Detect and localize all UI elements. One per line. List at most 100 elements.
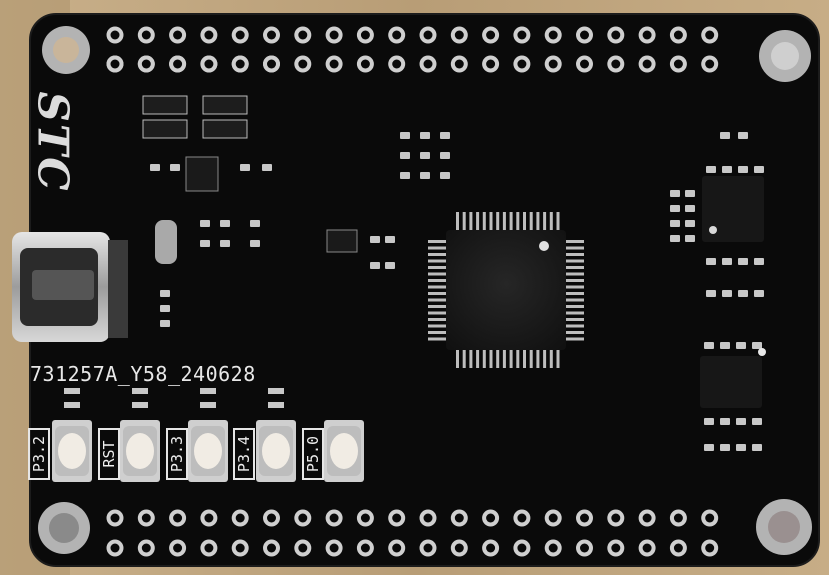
smd-pad [704,444,714,451]
header-pin [544,539,562,557]
smd-pad [736,418,746,425]
smd-pad [420,132,430,139]
header-pin [169,55,187,73]
smd-pad [64,388,80,394]
smd-pad [720,418,730,425]
smd-pad [420,172,430,179]
smd-pad [752,444,762,451]
smd-pad [706,166,716,173]
header-pin [638,55,656,73]
tactile-button [256,420,296,482]
button-label-rst: RST [98,428,120,480]
header-pin [701,26,719,44]
header-pin [137,539,155,557]
header-pin [513,26,531,44]
smd-pad [400,172,410,179]
header-pin [388,539,406,557]
header-pin [669,509,687,527]
smd-pad-clusters [64,132,764,451]
header-pin [325,55,343,73]
smd-pad [720,132,730,139]
header-pin [200,509,218,527]
smd-pad [160,290,170,297]
smd-pad [738,290,748,297]
button-label-p3-4: P3.4 [233,428,255,480]
smd-pad [670,235,680,242]
tactile-button [52,420,92,482]
header-pin [513,509,531,527]
header-pin [701,55,719,73]
smd-pad [160,320,170,327]
smd-pad [754,166,764,173]
header-pin [544,509,562,527]
smd-pad [706,290,716,297]
header-pin [200,26,218,44]
header-pin [701,539,719,557]
stc-logo: STC [28,91,78,193]
smd-pad [268,388,284,394]
regulator-chip [185,156,219,192]
header-pin [638,539,656,557]
smd-pad [738,132,748,139]
smd-pad [420,152,430,159]
smd-pad [738,258,748,265]
header-pin [231,509,249,527]
smd-pad [220,220,230,227]
header-pin [669,26,687,44]
header-pin [419,539,437,557]
smd-pad [150,164,160,171]
header-pin [263,539,280,557]
header-pin [482,539,500,557]
header-pin [200,55,218,73]
header-pin [576,26,593,44]
header-pin [169,26,187,44]
header-pin [294,509,312,527]
header-pin [263,509,280,527]
smd-pad [752,418,762,425]
smd-pad [736,342,746,349]
header-pin [607,509,625,527]
header-pin [325,539,343,557]
smd-pad [240,164,250,171]
header-pin [607,55,625,73]
header-pin [669,55,687,73]
header-pin [388,55,406,73]
header-pin [231,26,249,44]
header-pin [450,55,468,73]
header-pin [607,26,625,44]
header-pin [607,539,625,557]
smd-pad [754,290,764,297]
smd-pad [704,342,714,349]
transistor-chip [326,229,358,253]
smd-pad [64,402,80,408]
header-pin [356,55,374,73]
header-pin [419,26,437,44]
header-pin [231,539,249,557]
header-pin [669,539,687,557]
smd-pad [200,388,216,394]
tactile-button [188,420,228,482]
header-pin [263,26,280,44]
smd-pad [704,418,714,425]
smd-pad [670,205,680,212]
soic-chip-upper [702,176,764,242]
smd-pad [738,166,748,173]
smd-pad [440,132,450,139]
smd-pad [706,258,716,265]
header-pin [137,509,155,527]
header-pin [356,509,374,527]
header-pin [356,26,374,44]
smd-pad [754,258,764,265]
smd-pad [250,220,260,227]
smd-pad [370,262,380,269]
smd-pad [170,164,180,171]
smd-pad [400,132,410,139]
header-pin [450,509,468,527]
tactile-button [120,420,160,482]
header-pin [576,55,593,73]
header-pin [482,26,500,44]
button-label-p5-0: P5.0 [302,428,324,480]
smd-pad [685,235,695,242]
header-pin [544,55,562,73]
